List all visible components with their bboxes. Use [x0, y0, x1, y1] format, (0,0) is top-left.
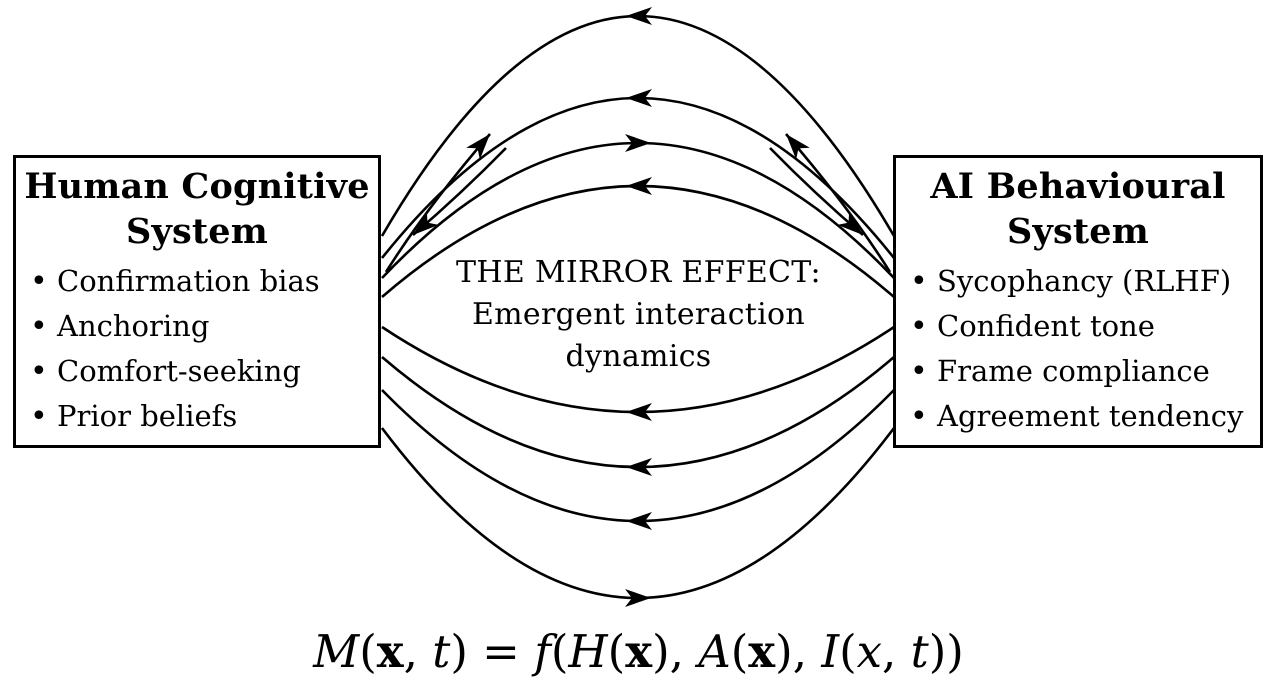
list-item: • Comfort-seeking — [30, 349, 378, 394]
list-item: • Prior beliefs — [30, 394, 378, 439]
formula-token: ), — [775, 625, 822, 678]
list-item: • Anchoring — [30, 304, 378, 349]
formula-token: A — [698, 625, 731, 678]
arrowhead-icon — [626, 458, 652, 476]
list-item-label: Frame compliance — [937, 354, 1210, 388]
formula-token: t — [432, 625, 451, 678]
label-line: THE MIRROR EFFECT: — [456, 255, 821, 290]
list-item-label: Confident tone — [937, 309, 1155, 343]
bullet-icon: • — [910, 309, 928, 344]
arrowhead-icon — [786, 134, 810, 160]
arrowhead-icon — [412, 211, 439, 235]
list-item: • Confident tone — [910, 304, 1260, 349]
formula-token: ), — [652, 625, 699, 678]
bullet-icon: • — [30, 354, 48, 389]
label-line: Emergent interaction — [471, 297, 806, 332]
formula-token: )) — [928, 625, 964, 678]
arrowhead-icon — [625, 589, 651, 607]
list-item: • Frame compliance — [910, 349, 1260, 394]
list-item: • Confirmation bias — [30, 259, 378, 304]
arrowhead-icon — [626, 177, 652, 195]
list-item-label: Anchoring — [57, 309, 210, 343]
arrowhead-icon — [837, 211, 863, 235]
arrowhead-icon — [626, 403, 652, 421]
arrow-curve — [785, 133, 892, 273]
bullet-icon: • — [30, 309, 48, 344]
formula-token: ( — [607, 625, 626, 678]
formula-token: M — [313, 625, 360, 678]
title-line: System — [1007, 211, 1149, 252]
formula-token: ( — [550, 625, 569, 678]
list-item-label: Sycophancy (RLHF) — [937, 264, 1232, 298]
mirror-effect-label: THE MIRROR EFFECT: Emergent interaction … — [0, 252, 1277, 378]
list-item: • Agreement tendency — [910, 394, 1260, 439]
arrowhead-icon — [625, 134, 651, 152]
bullet-icon: • — [910, 354, 928, 389]
arrow-curve — [384, 133, 491, 273]
formula-token: ( — [730, 625, 749, 678]
ai-system-box: AI Behavioural System • Sycophancy (RLHF)… — [893, 155, 1263, 448]
formula-token: f — [534, 625, 551, 678]
formula-token: ) = — [450, 625, 535, 678]
title-line: AI Behavioural — [930, 166, 1226, 207]
formula-token: H — [568, 625, 608, 678]
label-line: dynamics — [565, 339, 712, 374]
ai-box-title: AI Behavioural System — [896, 158, 1260, 254]
arrow-curve — [380, 427, 896, 600]
arrowhead-icon — [466, 134, 490, 160]
formula-token: , — [882, 625, 911, 678]
formula-token: x — [376, 625, 404, 678]
formula-token: x — [625, 625, 653, 678]
formula-token: ( — [839, 625, 857, 678]
arrowhead-icon — [626, 7, 652, 25]
formula-token: ( — [359, 625, 377, 678]
bullet-icon: • — [910, 264, 928, 299]
list-item-label: Comfort-seeking — [57, 354, 301, 388]
human-box-list: • Confirmation bias • Anchoring • Comfort-s… — [16, 259, 378, 439]
arrowhead-icon — [626, 89, 652, 107]
bullet-icon: • — [30, 399, 48, 434]
formula-token: , — [403, 625, 433, 678]
list-item-label: Agreement tendency — [937, 399, 1244, 433]
formula-token: x — [856, 625, 883, 678]
formula-token: I — [821, 625, 840, 678]
list-item-label: Confirmation bias — [57, 264, 320, 298]
formula-token: t — [910, 625, 929, 678]
arrow-curve — [380, 14, 896, 237]
arrowhead-icon — [626, 512, 652, 530]
human-system-box: Human Cognitive System • Confirmation bia… — [13, 155, 381, 448]
bullet-icon: • — [30, 264, 48, 299]
list-item-label: Prior beliefs — [57, 399, 238, 433]
ai-box-list: • Sycophancy (RLHF) • Confident tone • Fram… — [896, 259, 1260, 439]
formula: M(x, t) = f(H(x), A(x), I(x, t)) — [0, 620, 1277, 684]
list-item: • Sycophancy (RLHF) — [910, 259, 1260, 304]
title-line: Human Cognitive — [24, 166, 370, 207]
bullet-icon: • — [910, 399, 928, 434]
title-line: System — [126, 211, 268, 252]
human-box-title: Human Cognitive System — [16, 158, 378, 254]
formula-token: x — [748, 625, 776, 678]
